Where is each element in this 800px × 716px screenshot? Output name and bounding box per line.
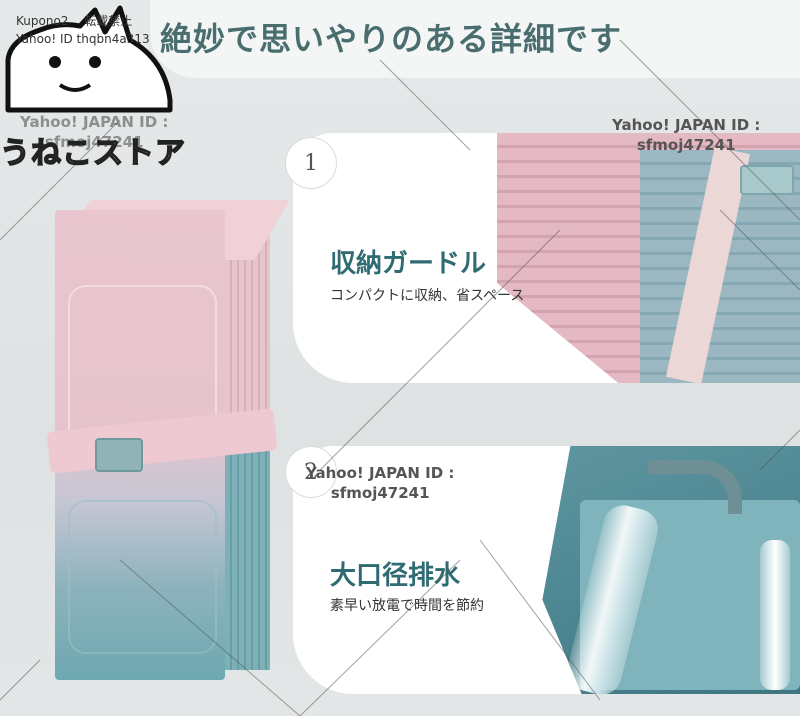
watermark-text: Kupono2 転載禁止	[16, 14, 133, 28]
buckle-icon	[95, 438, 143, 472]
feature-title: 収納ガードル	[330, 249, 487, 279]
watermark-id: Yahoo! JAPAN ID : sfmoj47241	[612, 116, 761, 154]
feature-description: コンパクトに収納、省スペース	[330, 288, 525, 304]
watermark-id: Yahoo! JAPAN ID : sfmoj47241	[306, 464, 455, 502]
page-title: 絶妙で思いやりのある詳細です	[160, 20, 623, 58]
product-panel-lower	[68, 500, 217, 654]
product-side-ribs-lower	[225, 440, 270, 670]
feature-description: 素早い放電で時間を節約	[330, 598, 484, 614]
product-image	[40, 180, 290, 690]
watermark-id: Yahoo! JAPAN ID : sfmoj47241	[20, 113, 169, 151]
watermark-text: Yahoo! ID thqbn4a313	[16, 32, 150, 46]
feature-title: 大口径排水	[330, 561, 461, 591]
cat-logo-icon	[5, 5, 173, 113]
water-stream-secondary	[760, 540, 790, 690]
buckle-icon	[740, 165, 794, 195]
store-name: うねこストア	[0, 135, 186, 172]
feature-number-badge: 1	[285, 137, 337, 189]
